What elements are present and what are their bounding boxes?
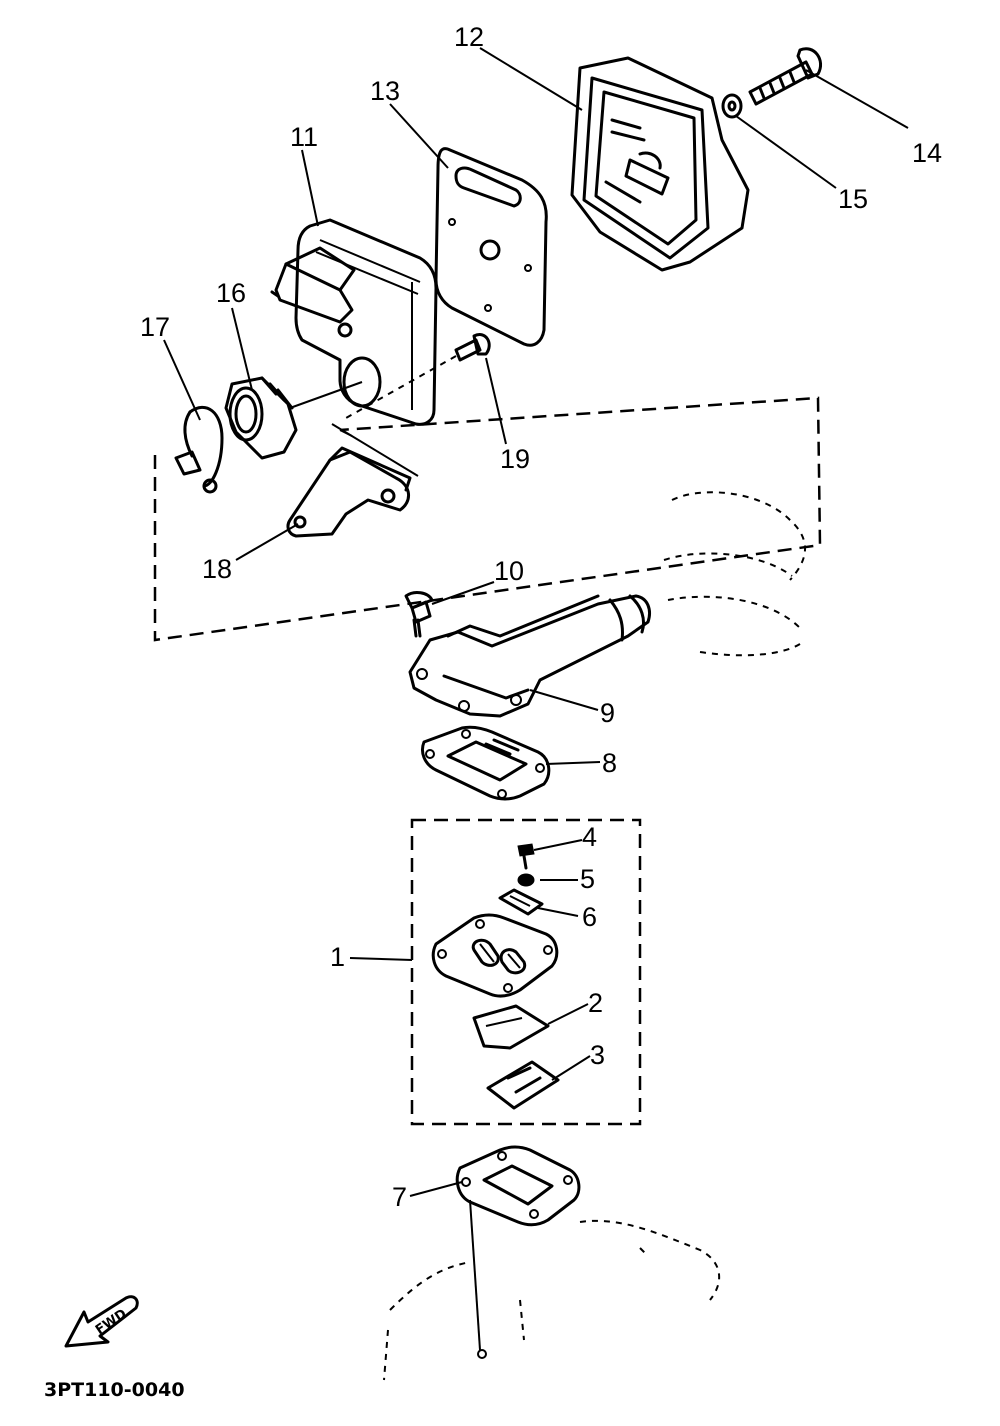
reed-part-3 xyxy=(486,1060,560,1110)
crankcase-fragment-sketch xyxy=(383,1219,720,1381)
clip-ring-part-17 xyxy=(174,405,224,494)
callout-1: 1 xyxy=(330,942,345,972)
washer-part-15 xyxy=(721,93,743,119)
washer-part-5 xyxy=(517,873,535,887)
callout-11: 11 xyxy=(290,122,318,152)
silencer-body-part-11 xyxy=(270,218,438,426)
callout-18: 18 xyxy=(202,554,232,584)
callout-14: 14 xyxy=(912,138,942,168)
callout-2: 2 xyxy=(588,988,603,1018)
callout-7: 7 xyxy=(392,1182,407,1212)
leader-lines xyxy=(163,47,909,1197)
stopper-part-6 xyxy=(498,888,544,916)
gasket-part-7 xyxy=(455,1145,581,1359)
callout-12: 12 xyxy=(454,22,484,52)
callout-17: 17 xyxy=(140,312,170,342)
callout-4: 4 xyxy=(582,822,597,852)
callout-15: 15 xyxy=(838,184,868,214)
callout-16: 16 xyxy=(216,278,246,308)
screw-part-10 xyxy=(404,591,434,638)
intake-manifold-part-9 xyxy=(408,594,651,718)
reed-valve-group-outline xyxy=(410,818,642,1126)
screw-part-4 xyxy=(517,843,535,870)
callout-6: 6 xyxy=(582,902,597,932)
callout-5: 5 xyxy=(580,864,595,894)
forward-arrow-icon: FWD xyxy=(64,1295,139,1348)
gasket-part-8 xyxy=(421,725,551,801)
gasket-plate-part-13 xyxy=(434,147,548,347)
bracket-part-18 xyxy=(286,423,419,538)
screw-part-19 xyxy=(345,333,491,419)
engine-fragment-sketch xyxy=(663,491,806,657)
bolt-part-14 xyxy=(748,47,823,106)
callout-19: 19 xyxy=(500,444,530,474)
callout-3: 3 xyxy=(590,1040,605,1070)
callout-8: 8 xyxy=(602,748,617,778)
callout-13: 13 xyxy=(370,76,400,106)
reed-valve-part-1 xyxy=(431,913,559,998)
callout-9: 9 xyxy=(600,698,615,728)
drawing-code: 3PT110-0040 xyxy=(44,1379,185,1401)
silencer-housing-part-12 xyxy=(570,56,750,272)
reed-part-2 xyxy=(472,1004,550,1050)
callout-10: 10 xyxy=(494,556,524,586)
fitting-part-16 xyxy=(224,376,363,460)
upper-assembly-group-outline xyxy=(153,396,822,642)
